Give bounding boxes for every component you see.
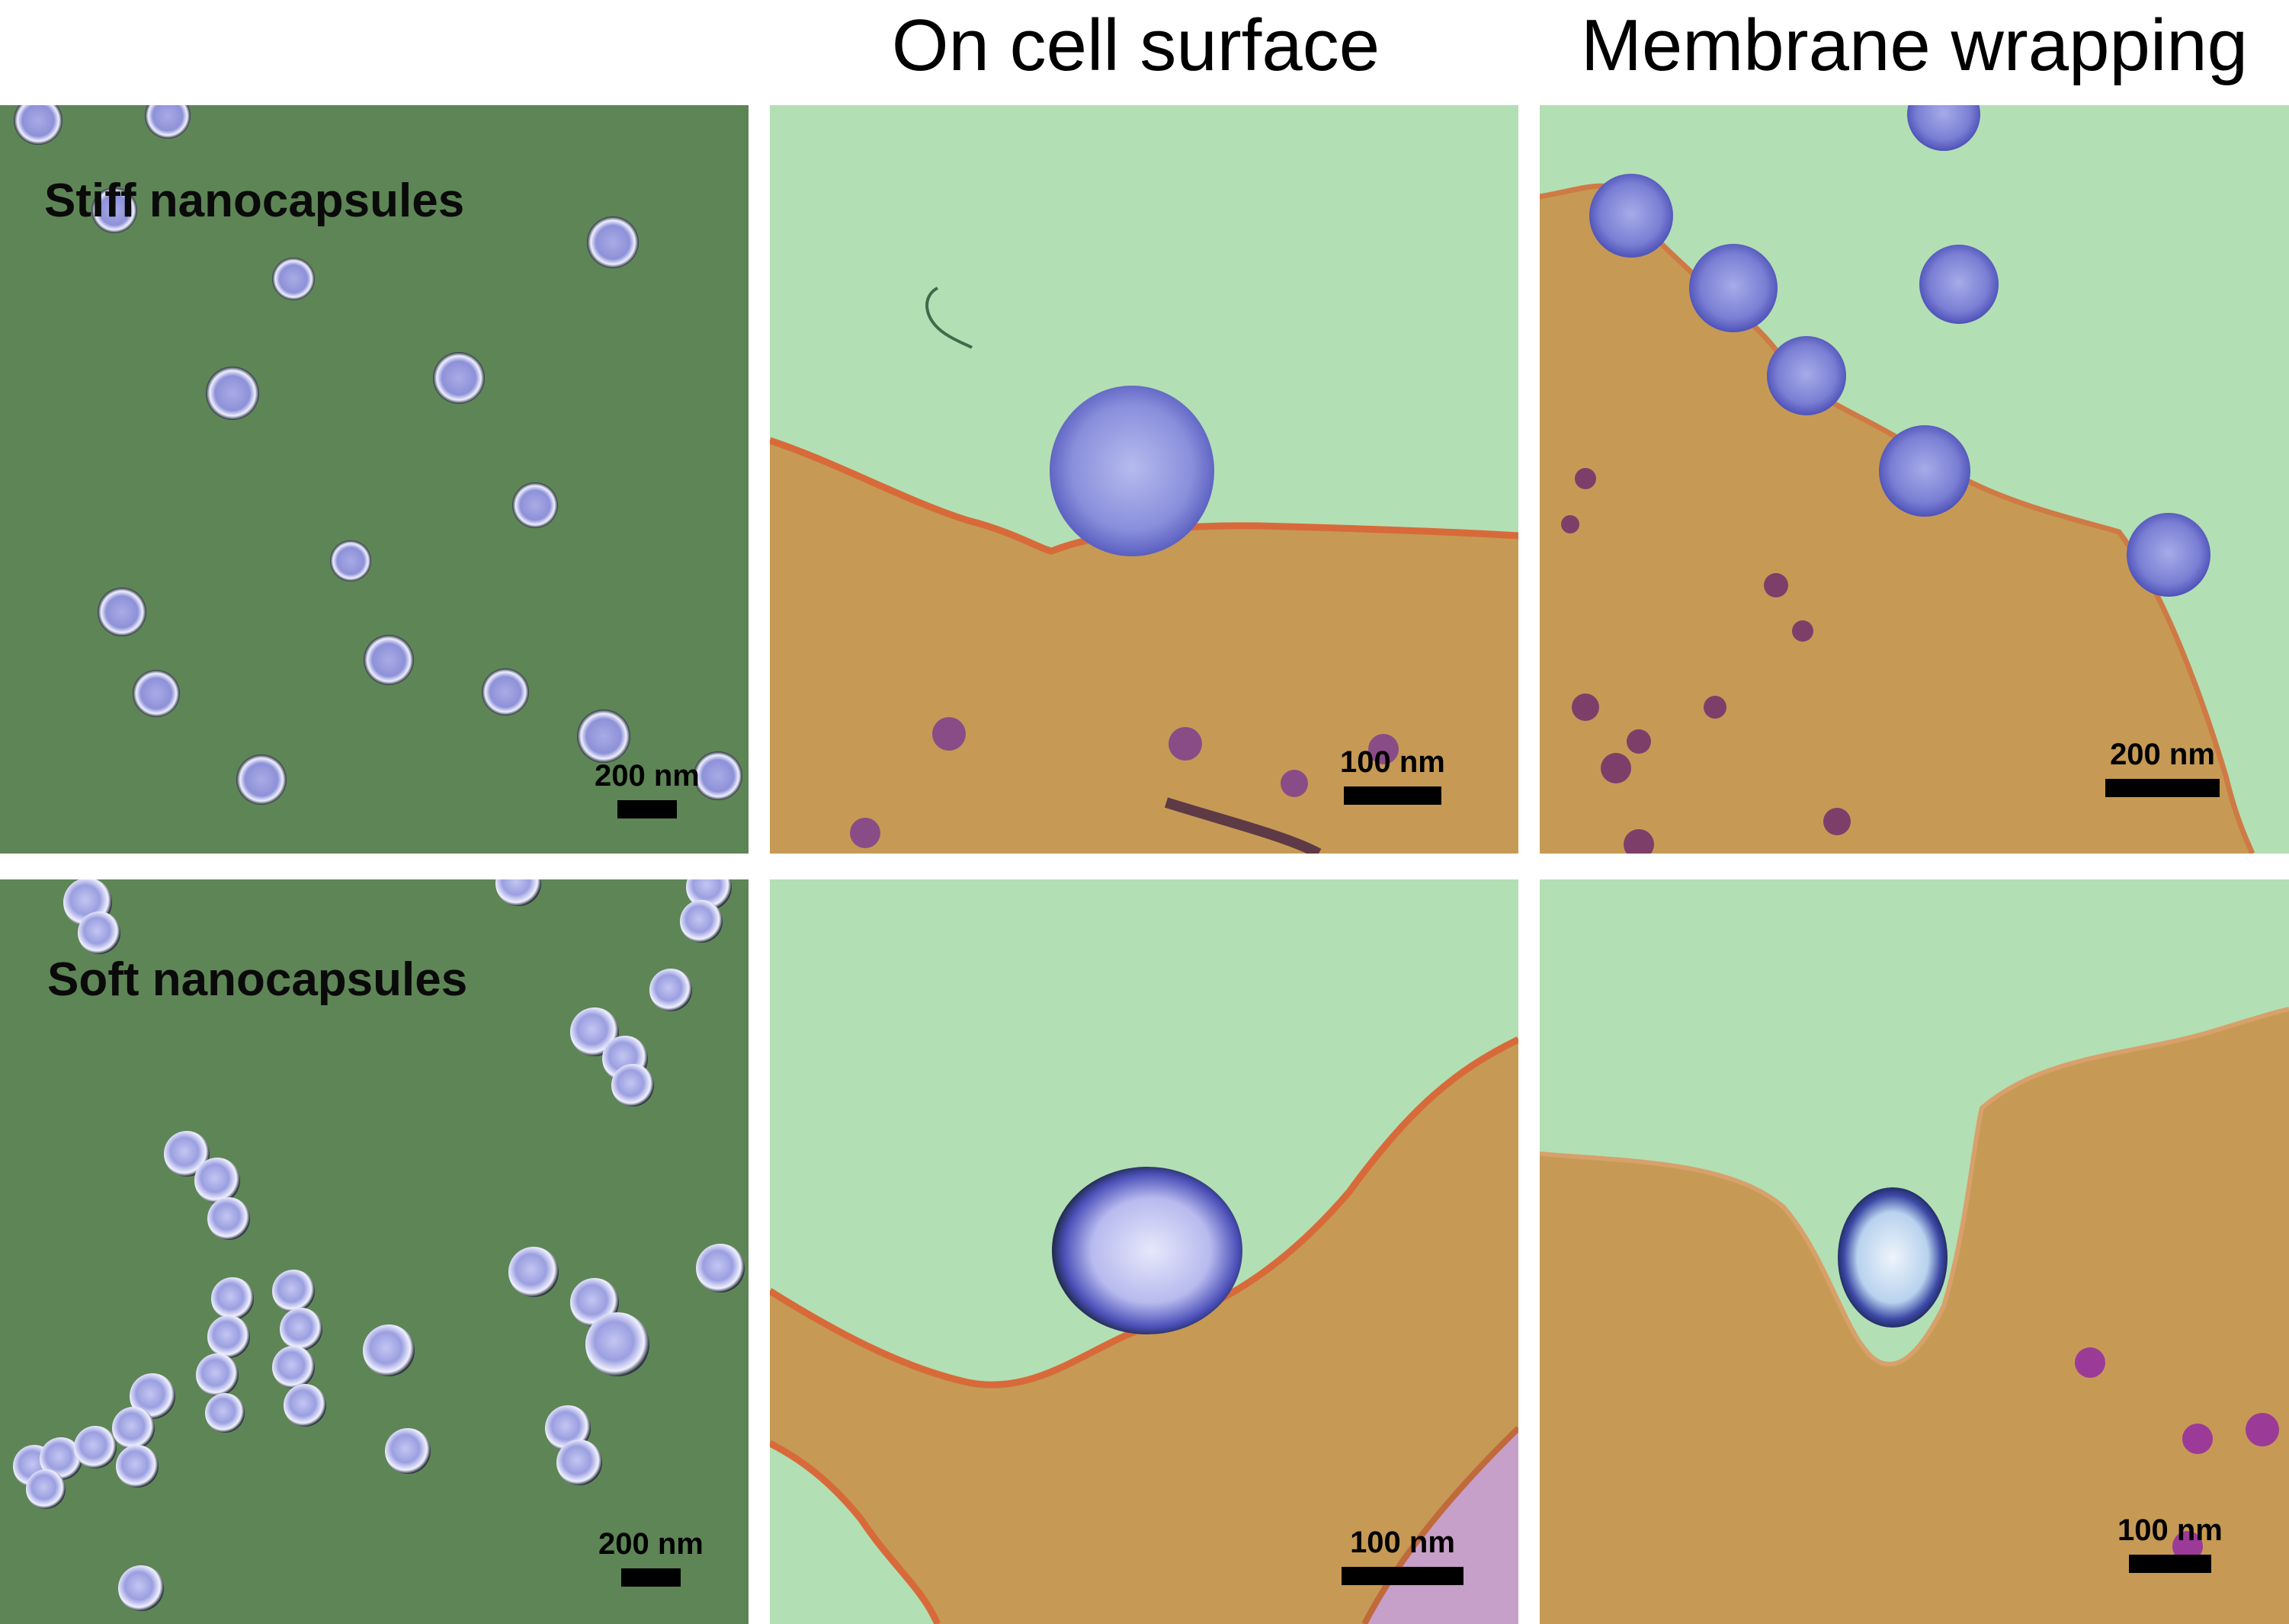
scale-label: 100 nm [2117,1513,2223,1547]
row-label-stiff: Stiff nanocapsules [44,175,465,227]
scale-bar-stiff-sem: 200 nm [595,761,700,818]
scale-label: 200 nm [595,759,700,793]
tem-image-soft-wrapping [1540,1007,2289,1624]
tem-panel-stiff-wrapping [1540,105,2289,854]
sem-image-stiff [14,105,742,805]
scale-label: 200 nm [598,1527,704,1561]
scale-bar-soft-surface: 100 nm [1342,1527,1463,1585]
scale-bar-line [2105,779,2220,797]
column-title-surface: On cell surface [891,5,1380,86]
scale-bar-line [617,800,677,818]
tem-image-soft-surface [770,1036,1518,1624]
scale-label: 100 nm [1340,745,1445,779]
sem-panel-soft [0,879,749,1624]
scale-label: 200 nm [2110,738,2215,771]
sem-image-soft [13,879,745,1611]
scale-label: 100 nm [1350,1526,1455,1559]
scale-bar-stiff-wrapping: 200 nm [2105,739,2220,797]
tem-image-stiff-wrapping [1540,105,2255,854]
scale-bar-line [2128,1555,2211,1573]
column-title-wrapping: Membrane wrapping [1580,5,2249,86]
tem-panel-soft-wrapping [1540,879,2289,1624]
tem-panel-soft-surface [770,879,1518,1624]
scale-bar-soft-sem: 200 nm [598,1529,704,1587]
tem-image-stiff-surface [770,287,1518,854]
scale-bar-stiff-surface: 100 nm [1340,747,1445,805]
scale-bar-line [1343,786,1441,805]
scale-bar-soft-wrapping: 100 nm [2117,1515,2223,1573]
scale-bar-line [620,1568,681,1587]
sem-panel-stiff [0,105,749,854]
row-label-soft: Soft nanocapsules [47,953,468,1006]
tem-panel-stiff-surface [770,105,1518,854]
scale-bar-line [1342,1567,1463,1585]
